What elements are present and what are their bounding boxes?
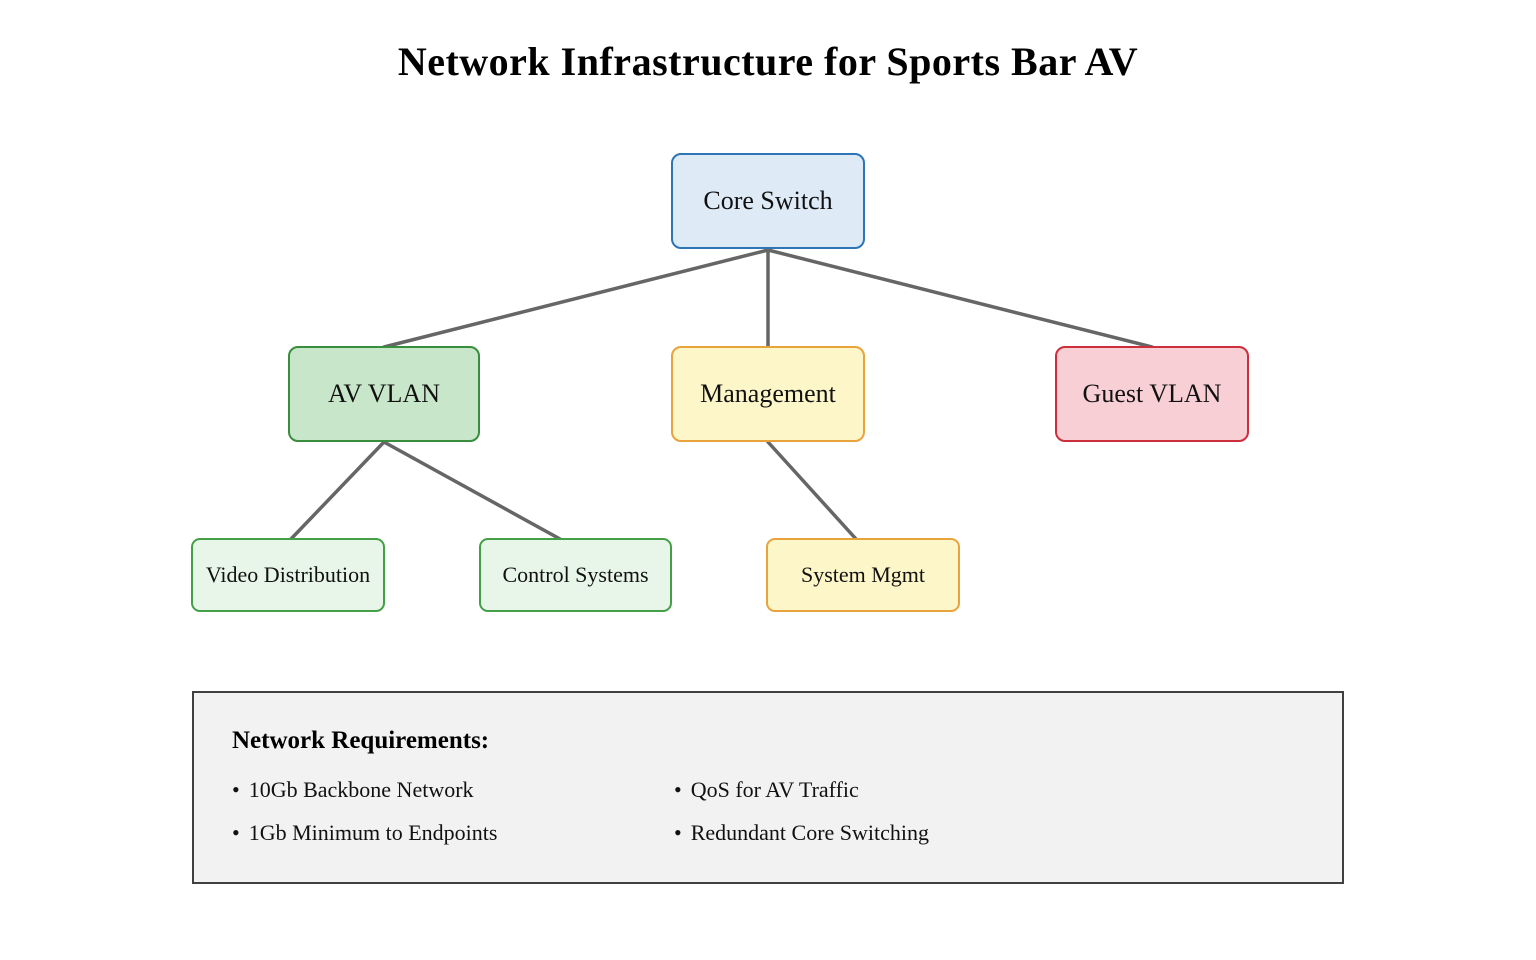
bullet-glyph: • [674, 777, 682, 802]
node-core-switch: Core Switch [671, 153, 865, 249]
node-control-systems-label: Control Systems [502, 562, 649, 587]
node-system-mgmt: System Mgmt [766, 538, 960, 612]
requirement-item: • QoS for AV Traffic [674, 777, 1342, 803]
bullet-glyph: • [232, 820, 240, 845]
page-title: Network Infrastructure for Sports Bar AV [397, 39, 1139, 84]
node-av-vlan: AV VLAN [288, 346, 480, 442]
requirement-text: 1Gb Minimum to Endpoints [248, 820, 498, 845]
node-management-label: Management [700, 379, 836, 408]
requirement-item: • Redundant Core Switching [674, 820, 1342, 846]
requirements-panel: Network Requirements: • 10Gb Backbone Net… [192, 691, 1344, 884]
edge-core-to-guest-vlan [766, 248, 1154, 349]
edge-core-to-av-vlan [382, 248, 770, 349]
node-video-distribution: Video Distribution [191, 538, 385, 612]
requirement-item: • 10Gb Backbone Network [232, 777, 674, 803]
bullet-glyph: • [232, 777, 240, 802]
edge-management-to-sysmgmt [766, 440, 858, 541]
node-system-mgmt-label: System Mgmt [800, 562, 926, 587]
node-video-distribution-label: Video Distribution [205, 562, 371, 587]
requirements-list: • 10Gb Backbone Network • 1Gb Minimum to E… [232, 777, 1342, 846]
node-guest-vlan: Guest VLAN [1055, 346, 1249, 442]
node-guest-vlan-label: Guest VLAN [1082, 379, 1222, 408]
node-management: Management [671, 346, 865, 442]
requirement-text: Redundant Core Switching [690, 820, 930, 845]
edge-av-to-control [382, 440, 562, 541]
edge-av-to-video [289, 440, 386, 541]
node-core-switch-label: Core Switch [703, 186, 833, 215]
requirement-text: 10Gb Backbone Network [248, 777, 474, 802]
node-control-systems: Control Systems [479, 538, 672, 612]
requirements-heading: Network Requirements: [232, 727, 490, 754]
requirement-text: QoS for AV Traffic [690, 777, 859, 802]
bullet-glyph: • [674, 820, 682, 845]
node-av-vlan-label: AV VLAN [328, 379, 440, 408]
requirement-item: • 1Gb Minimum to Endpoints [232, 820, 674, 846]
